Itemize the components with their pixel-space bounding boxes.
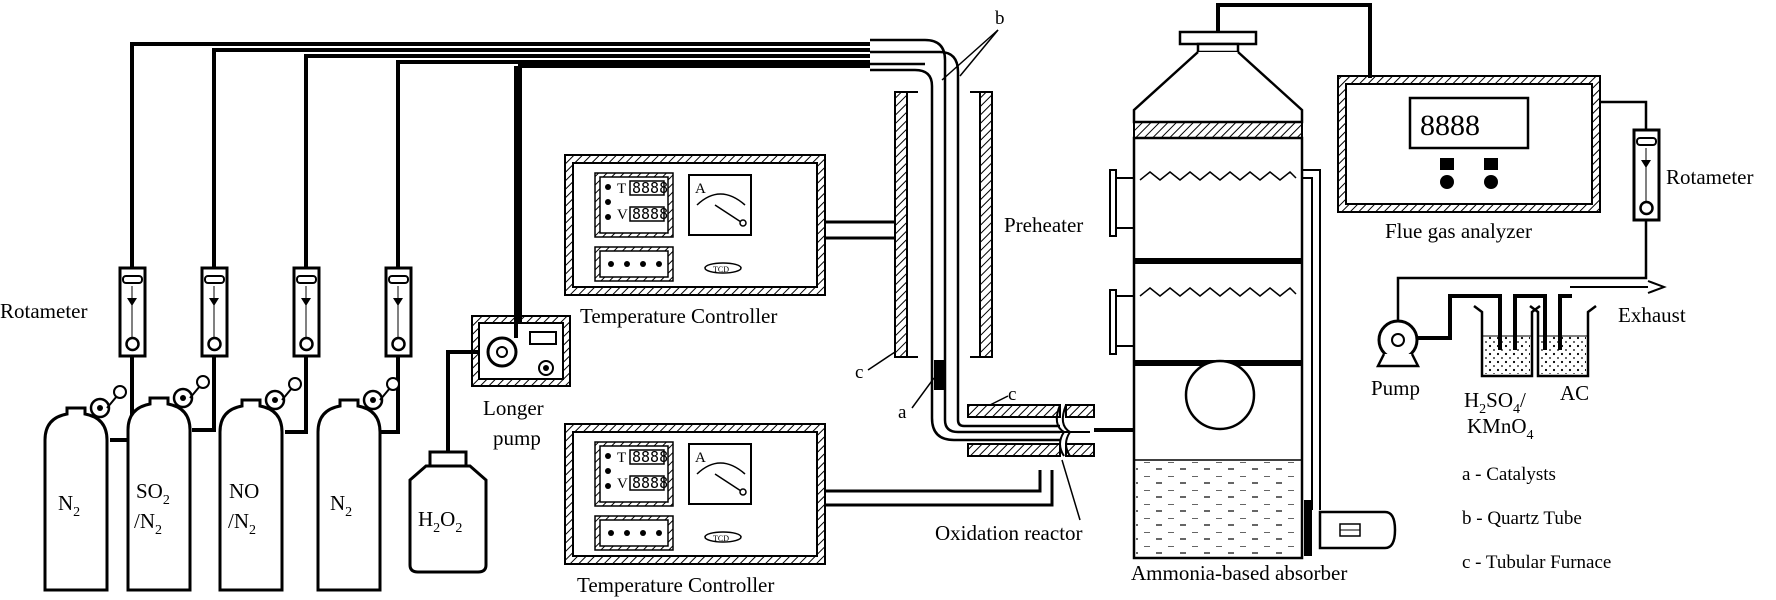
catalyst-bed: [934, 360, 944, 390]
wash-bottle-1: [1473, 305, 1541, 378]
marker-a: a: [898, 402, 907, 423]
longer-pump-label-2: pump: [493, 426, 541, 450]
gas-cylinder-3: [218, 377, 302, 592]
legend-item-a: a - Catalysts: [1462, 464, 1556, 485]
temperature-controller-bottom: T V 8888 8888 A TCD: [564, 423, 826, 565]
h2o2-label: H2O2: [418, 507, 462, 536]
temperature-controller-bottom-label: Temperature Controller: [577, 573, 774, 597]
rotameter-2: [200, 266, 229, 358]
longer-pump: [471, 315, 571, 387]
svg-text:8888: 8888: [632, 179, 668, 197]
legend-item-c: c - Tubular Furnace: [1462, 552, 1611, 573]
bottle1-label-line2: KMnO4: [1467, 414, 1534, 443]
rotameter-3: [292, 266, 321, 358]
rotameter-label-right: Rotameter: [1666, 165, 1753, 189]
temperature-controller-top: T V 8888 8888 A TCD: [564, 154, 826, 296]
pump: [1375, 319, 1421, 368]
analyzer-outlet-line: [1600, 100, 1648, 132]
absorber-outlet-line: [1216, 3, 1372, 78]
cylinder-label-3a: NO: [229, 479, 259, 503]
quartz-tube: [870, 38, 1060, 442]
marker-c1: c: [855, 362, 863, 383]
marker-c2: c: [1008, 384, 1016, 405]
cylinder-label-2b: /N2: [134, 509, 162, 538]
marker-b: b: [995, 8, 1005, 29]
preheater-label: Preheater: [1004, 213, 1083, 237]
svg-text:8888: 8888: [632, 448, 668, 466]
h2o2-bottle: H2O2: [408, 450, 488, 574]
brand-logo-2: TCD: [713, 534, 729, 543]
cylinder-label-4: N2: [330, 491, 352, 520]
absorber-label: Ammonia-based absorber: [1131, 561, 1347, 585]
v-label: V: [617, 207, 628, 223]
bottle2-outlet-line: [1558, 294, 1572, 350]
legend-item-b: b - Quartz Tube: [1462, 508, 1582, 529]
oxidation-reactor-label: Oxidation reactor: [935, 521, 1083, 545]
exhaust-arrow: [1647, 280, 1667, 294]
gas-cylinder-1: [43, 385, 127, 592]
rotameter-4: [384, 266, 413, 358]
rotameter-return-line: [1396, 220, 1648, 330]
v-label-2: V: [617, 476, 628, 492]
svg-text:8888: 8888: [632, 205, 668, 223]
svg-text:8888: 8888: [632, 474, 668, 492]
brand-logo: TCD: [713, 265, 729, 274]
flue-gas-analyzer-label: Flue gas analyzer: [1385, 219, 1532, 243]
ammeter-label: A: [695, 181, 706, 197]
rotameter-5: [1632, 128, 1661, 222]
temperature-controller-top-label: Temperature Controller: [580, 304, 777, 328]
pump-to-bottles-line: [1417, 294, 1502, 350]
gas-lines: [130, 42, 870, 350]
t-label: T: [617, 181, 626, 197]
analyzer-display: 8888: [1420, 109, 1480, 142]
gas-cylinder-4: [316, 377, 400, 592]
cylinder-label-3b: /N2: [228, 509, 256, 538]
bottle1-label-line1: H2SO4/: [1464, 388, 1526, 417]
gas-cylinder-2: [126, 375, 210, 592]
pump-label: Pump: [1371, 376, 1420, 400]
longer-pump-label-1: Longer: [483, 396, 544, 420]
exhaust-label: Exhaust: [1618, 303, 1686, 327]
rotameter-label-left: Rotameter: [0, 299, 87, 323]
ammonia-absorber: [1109, 30, 1397, 560]
oxidation-reactor: [967, 404, 1134, 457]
bottle-link-line: [1513, 294, 1547, 350]
wash-bottle-2: [1529, 305, 1597, 378]
t-label-2: T: [617, 450, 626, 466]
rotameter-1: [118, 266, 147, 358]
preheater-furnace: [894, 91, 993, 358]
controller-cables: [825, 220, 1054, 507]
cylinder-label-2a: SO2: [136, 479, 170, 508]
ammeter-label-2: A: [695, 450, 706, 466]
cylinder-label-1: N2: [58, 491, 80, 520]
bottle2-label: AC: [1560, 381, 1589, 405]
flue-gas-analyzer: 8888: [1337, 75, 1601, 213]
